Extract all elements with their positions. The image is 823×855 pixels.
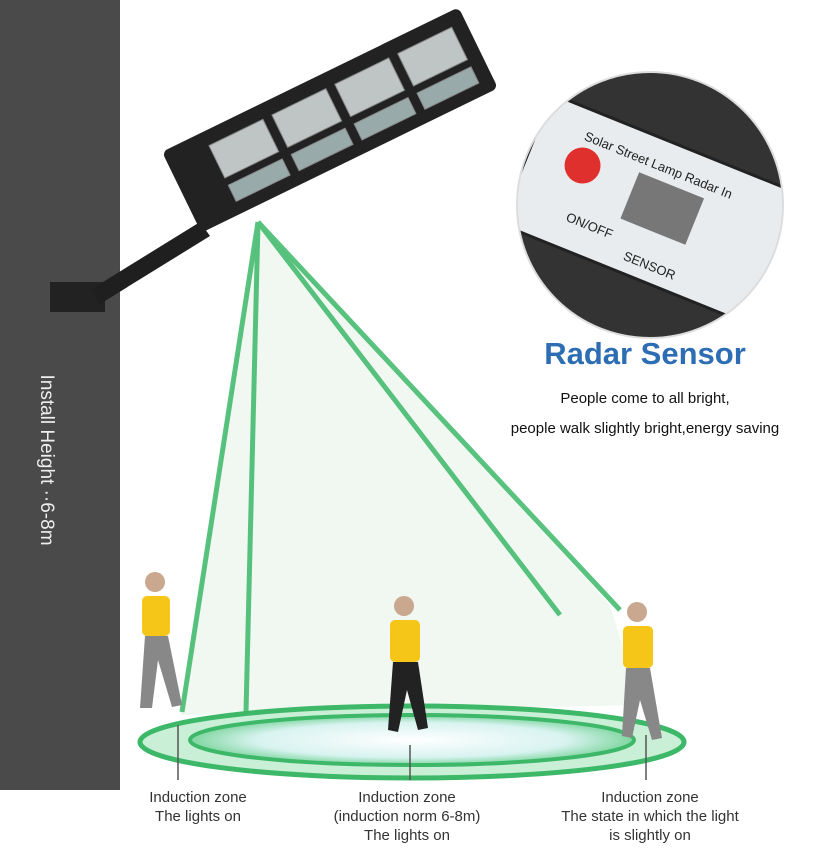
person-right: [622, 602, 662, 740]
radar-sensor-heading: Radar Sensor: [544, 336, 746, 371]
zone-line: The lights on: [364, 827, 450, 844]
zone-line: The lights on: [155, 808, 241, 825]
zone-title: Induction zone: [601, 789, 699, 806]
zone-label-right: Induction zone The state in which the li…: [530, 788, 770, 845]
wall: [0, 0, 120, 790]
zone-label-center: Induction zone (induction norm 6-8m) The…: [287, 788, 527, 845]
radar-sensor-inset: [517, 72, 783, 338]
callout-lines: [177, 725, 647, 780]
person-left: [140, 572, 182, 708]
light-beams: [179, 220, 640, 715]
person-center: [388, 596, 428, 732]
zone-line: is slightly on: [609, 827, 691, 844]
subtitle-line-2: people walk slightly bright,energy savin…: [510, 420, 780, 437]
zone-line: The state in which the light: [561, 808, 739, 825]
zone-line: (induction norm 6-8m): [333, 808, 481, 825]
street-lamp: [50, 9, 497, 312]
induction-ring-inner: [188, 713, 636, 767]
zone-title: Induction zone: [358, 789, 456, 806]
install-height-label: Install Height ··6-8m: [36, 374, 57, 546]
zone-title: Induction zone: [149, 789, 247, 806]
zone-label-left: Induction zone The lights on: [78, 788, 318, 826]
subtitle-line-1: People come to all bright,: [560, 390, 730, 407]
